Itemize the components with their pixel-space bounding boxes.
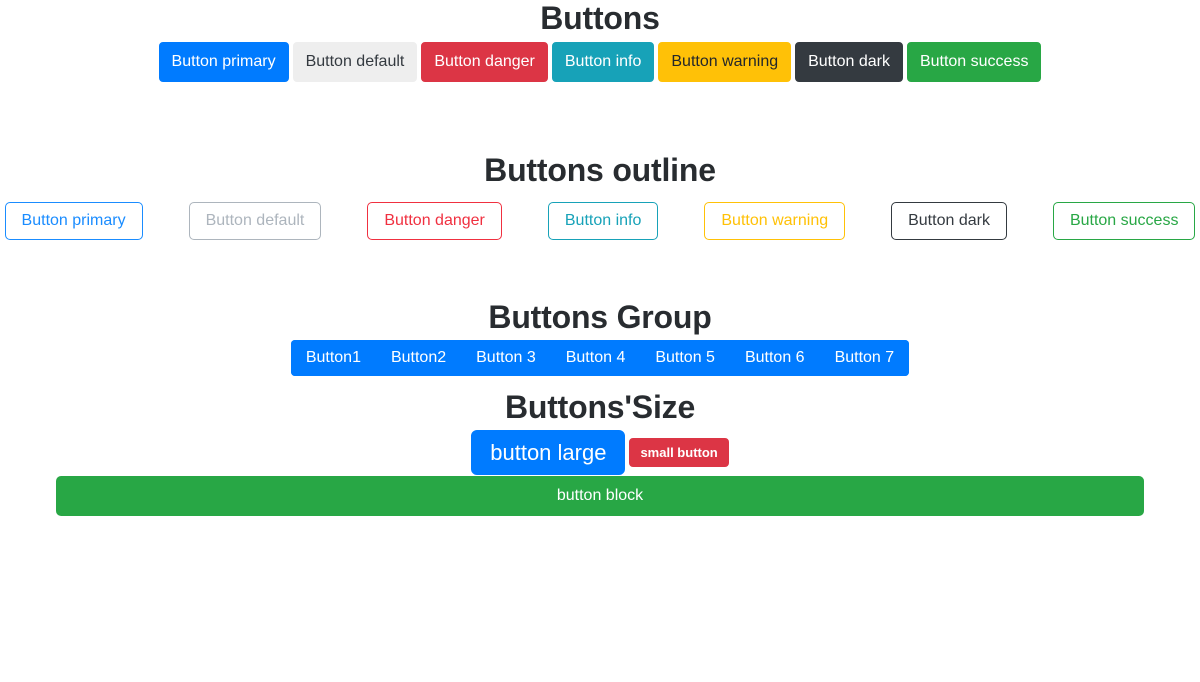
solid-buttons-row: Button primary Button default Button dan… <box>0 42 1200 82</box>
group-button-1[interactable]: Button1 <box>290 340 376 376</box>
button-default[interactable]: Button default <box>292 42 418 82</box>
button-group: Button1 Button2 Button 3 Button 4 Button… <box>290 340 910 376</box>
section-title-buttons: Buttons <box>540 0 660 36</box>
button-group-row: Button1 Button2 Button 3 Button 4 Button… <box>0 340 1200 376</box>
button-outline-danger[interactable]: Button danger <box>367 202 502 240</box>
group-button-6[interactable]: Button 6 <box>729 340 820 376</box>
outline-buttons-row: Button primary Button default Button dan… <box>0 202 1200 240</box>
button-danger[interactable]: Button danger <box>421 42 548 82</box>
button-block[interactable]: button block <box>56 476 1144 516</box>
group-button-2[interactable]: Button2 <box>375 340 462 376</box>
button-outline-warning[interactable]: Button warning <box>704 202 846 240</box>
button-primary[interactable]: Button primary <box>158 42 289 82</box>
button-dark[interactable]: Button dark <box>795 42 903 82</box>
group-button-4[interactable]: Button 4 <box>550 340 641 376</box>
button-outline-dark[interactable]: Button dark <box>891 202 1007 240</box>
button-outline-default[interactable]: Button default <box>188 202 322 240</box>
button-outline-success[interactable]: Button success <box>1052 202 1196 240</box>
section-title-buttons-outline: Buttons outline <box>484 152 716 188</box>
group-button-7[interactable]: Button 7 <box>819 340 910 376</box>
section-title-buttons-size: Buttons'Size <box>504 389 696 425</box>
button-outline-primary[interactable]: Button primary <box>4 202 143 240</box>
button-outline-info[interactable]: Button info <box>547 202 659 240</box>
button-warning[interactable]: Button warning <box>658 42 792 82</box>
button-small[interactable]: small button <box>629 437 729 468</box>
button-sizes-row: button large small button <box>0 430 1200 475</box>
button-success[interactable]: Button success <box>906 42 1042 82</box>
group-button-5[interactable]: Button 5 <box>640 340 730 376</box>
group-button-3[interactable]: Button 3 <box>461 340 551 376</box>
button-large[interactable]: button large <box>471 430 626 475</box>
section-title-buttons-group: Buttons Group <box>488 299 712 335</box>
button-info[interactable]: Button info <box>551 42 655 82</box>
button-block-row: button block <box>0 476 1200 516</box>
